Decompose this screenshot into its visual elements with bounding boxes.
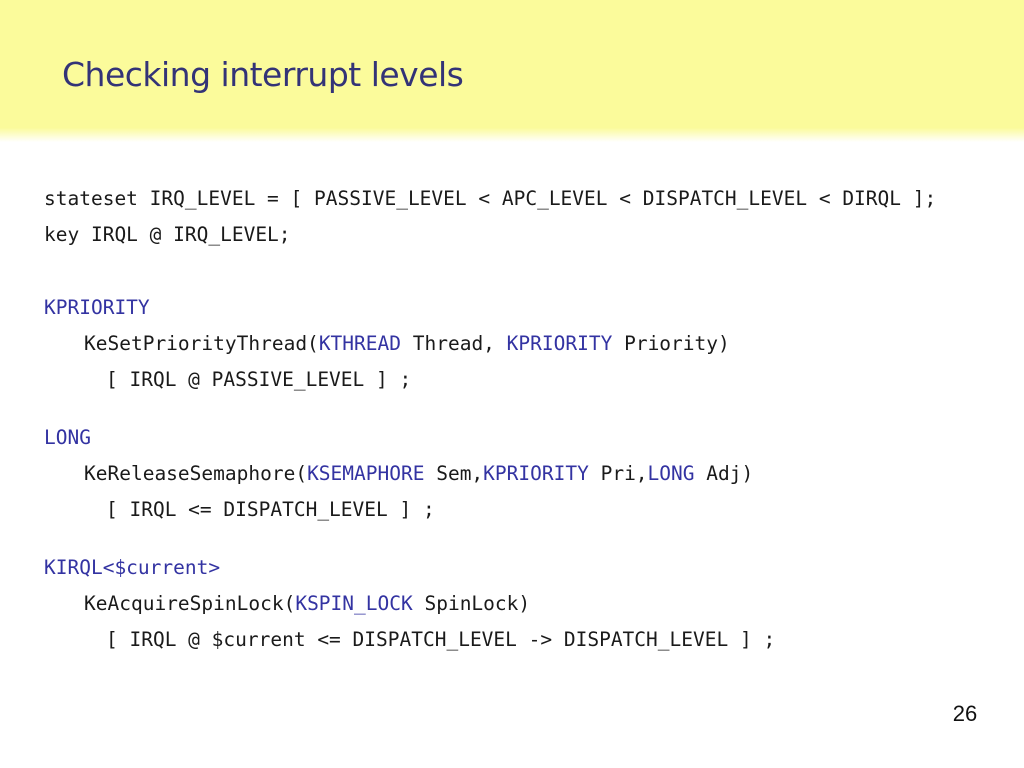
- code-text: [ IRQL <= DISPATCH_LEVEL ] ;: [106, 498, 435, 521]
- code-text: key IRQL @ IRQ_LEVEL;: [44, 223, 291, 246]
- code-keyword: LONG: [647, 462, 695, 485]
- code-text: stateset IRQ_LEVEL = [ PASSIVE_LEVEL < A…: [44, 187, 937, 210]
- code-line: KPRIORITY: [44, 290, 1024, 326]
- code-line: KeAcquireSpinLock(KSPIN_LOCK SpinLock): [44, 586, 1024, 622]
- code-text: KeReleaseSemaphore(: [84, 462, 308, 485]
- code-text: SpinLock): [412, 592, 531, 615]
- code-text: [ IRQL @ $current <= DISPATCH_LEVEL -> D…: [106, 628, 776, 651]
- code-line: [ IRQL @ $current <= DISPATCH_LEVEL -> D…: [44, 622, 1024, 658]
- code-text: KeSetPriorityThread(: [84, 332, 319, 355]
- code-line: LONG: [44, 420, 1024, 456]
- code-text: Priority): [612, 332, 730, 355]
- code-line: KeReleaseSemaphore(KSEMAPHORE Sem,KPRIOR…: [44, 456, 1024, 492]
- code-keyword: KPRIORITY: [506, 332, 613, 355]
- code-text: Pri,: [588, 462, 648, 485]
- code-text: Sem,: [424, 462, 484, 485]
- code-group: KIRQL<$current> KeAcquireSpinLock(KSPIN_L…: [44, 550, 1024, 658]
- code-line: KeSetPriorityThread(KTHREAD Thread, KPRI…: [44, 326, 1024, 362]
- code-text: [ IRQL @ PASSIVE_LEVEL ] ;: [106, 368, 412, 391]
- code-keyword: KIRQL<$current>: [44, 556, 221, 579]
- code-line: stateset IRQ_LEVEL = [ PASSIVE_LEVEL < A…: [44, 181, 1024, 217]
- code-block: stateset IRQ_LEVEL = [ PASSIVE_LEVEL < A…: [44, 181, 1024, 658]
- code-text: Adj): [694, 462, 754, 485]
- code-keyword: KPRIORITY: [483, 462, 589, 485]
- code-line: key IRQL @ IRQ_LEVEL;: [44, 217, 1024, 253]
- code-line: [ IRQL @ PASSIVE_LEVEL ] ;: [44, 362, 1024, 398]
- code-keyword: KSEMAPHORE: [307, 462, 425, 485]
- code-keyword: KSPIN_LOCK: [295, 592, 413, 615]
- code-text: KeAcquireSpinLock(: [84, 592, 296, 615]
- code-keyword: LONG: [44, 426, 91, 449]
- page-title: Checking interrupt levels: [62, 55, 464, 94]
- page-number: 26: [952, 701, 978, 726]
- code-keyword: KTHREAD: [318, 332, 401, 355]
- title-band: Checking interrupt levels: [0, 0, 1024, 142]
- code-group: stateset IRQ_LEVEL = [ PASSIVE_LEVEL < A…: [44, 181, 1024, 253]
- code-line: KIRQL<$current>: [44, 550, 1024, 586]
- code-keyword: KPRIORITY: [44, 296, 150, 319]
- code-line: [ IRQL <= DISPATCH_LEVEL ] ;: [44, 492, 1024, 528]
- code-text: Thread,: [401, 332, 507, 355]
